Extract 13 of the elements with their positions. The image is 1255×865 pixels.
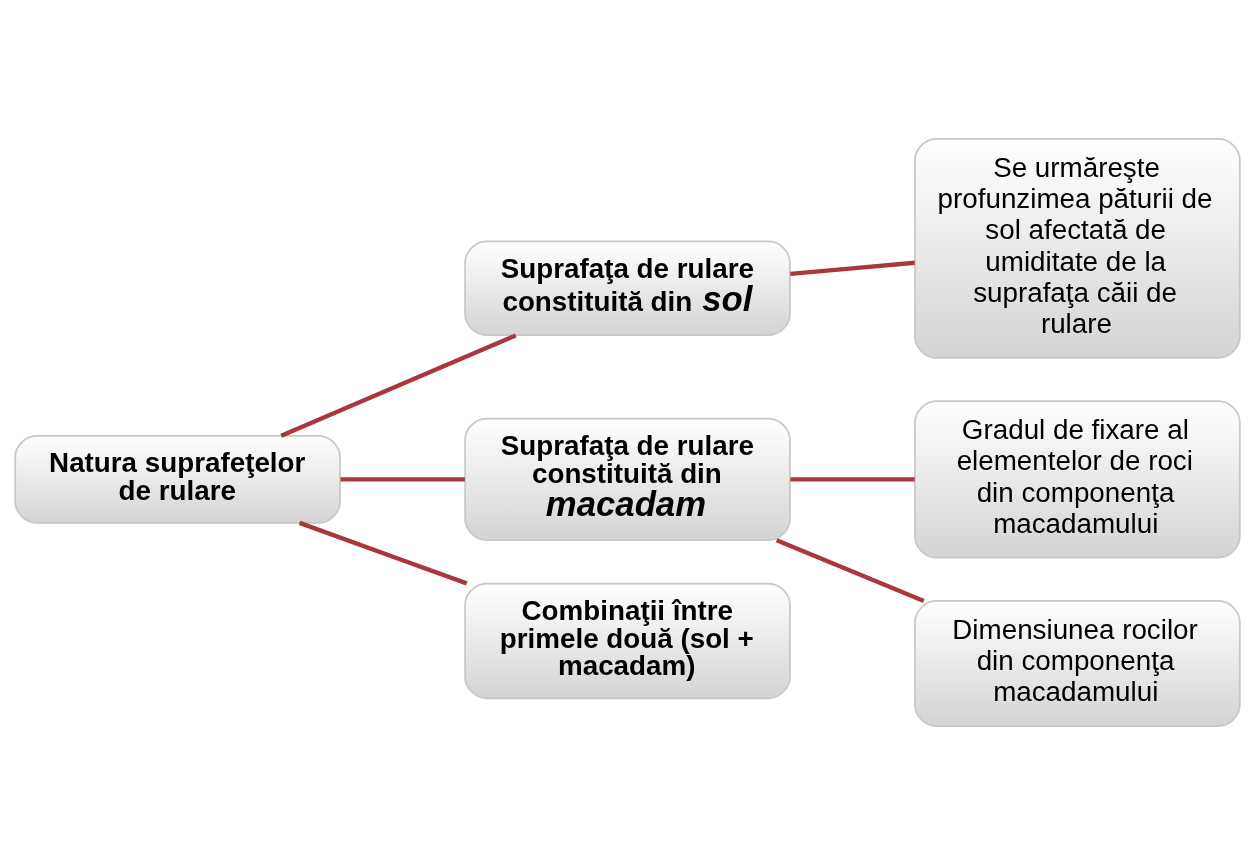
connector — [280, 333, 517, 438]
node-box: Dimensiunea rocilor din componenţa macadamului — [914, 600, 1241, 727]
node-box: Natura suprafeţelor de rulare — [14, 435, 341, 524]
connector — [775, 538, 925, 603]
connector — [298, 520, 468, 586]
node-box: Se urmăreşte profunzimea păturii de sol afectată de umiditate de la suprafaţa căii de rulare — [914, 138, 1241, 359]
connector — [790, 260, 915, 277]
node-box: Suprafaţa de rulare constituită din macadam — [464, 417, 791, 542]
connector — [790, 477, 915, 482]
node-box: Suprafaţa de rulare constituită din sol — [464, 240, 791, 337]
node-box: Combinaţii între primele două (sol + macadam) — [464, 582, 791, 700]
connector — [340, 477, 465, 482]
node-box: Gradul de fixare al elementelor de roci din componenţa macadamului — [914, 400, 1241, 559]
